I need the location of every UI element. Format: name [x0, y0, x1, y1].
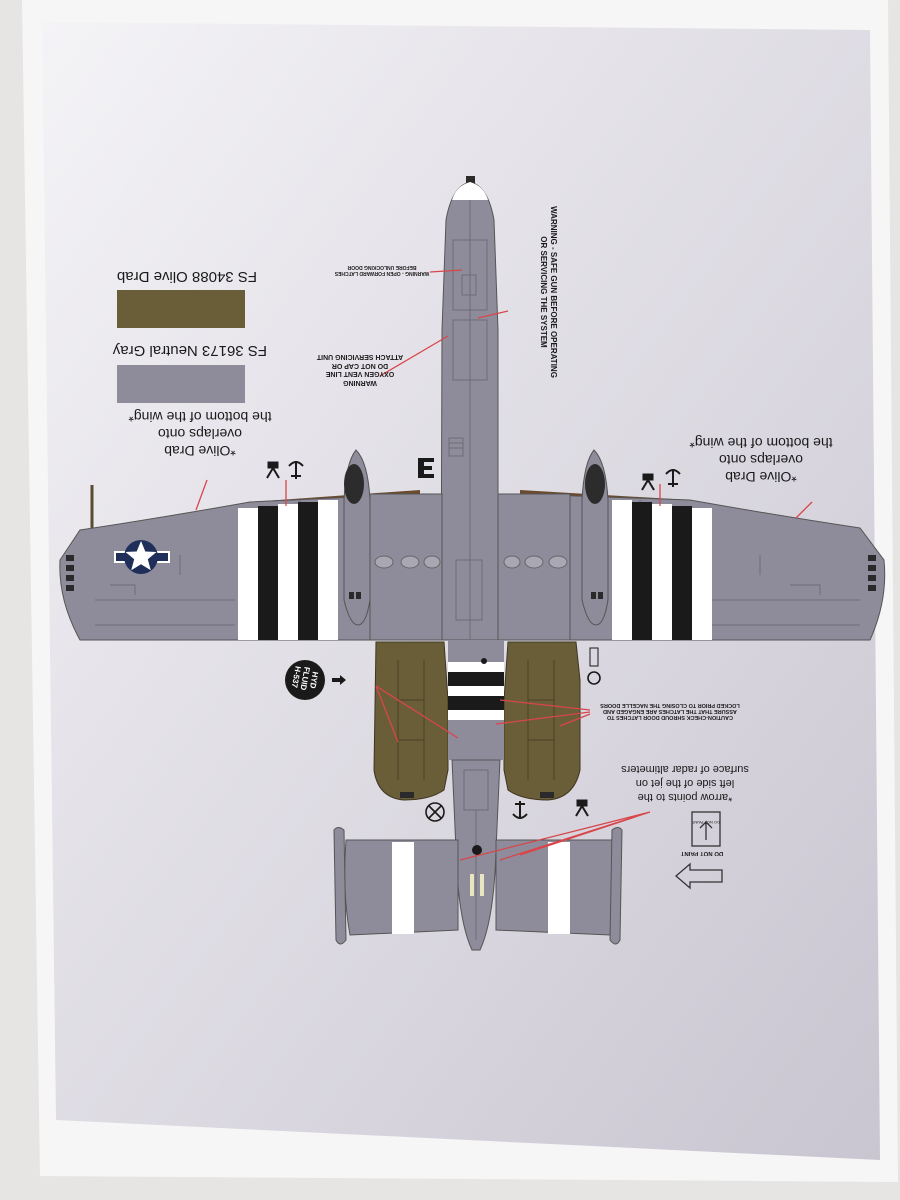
left-vertical-tail	[333, 827, 347, 945]
tail-stripes	[470, 874, 484, 896]
arrow-right-icon	[332, 675, 346, 685]
swatch-neutral-gray	[117, 365, 245, 403]
nose-radome	[452, 182, 488, 200]
left-nacelle-exhaust	[400, 792, 414, 798]
right-nacelle-exhaust	[540, 792, 554, 798]
stabilizer-stripe-right	[548, 842, 570, 934]
fluid-marker-icon	[589, 647, 599, 667]
wing-icons	[266, 461, 681, 819]
tripod-jack-icon	[266, 461, 280, 479]
anchor-icon	[512, 801, 528, 819]
tripod-jack-icon	[641, 473, 655, 491]
tripod-jack-icon	[575, 799, 589, 817]
fuselage-panel-lines	[448, 200, 488, 640]
tail-boom-panel-lines	[463, 769, 489, 940]
anchor-icon	[288, 461, 304, 479]
step-marking-icon	[418, 458, 434, 478]
pod-vents	[349, 592, 603, 599]
right-vertical-tail	[609, 827, 623, 945]
swatch-label-olive: FS 34088 Olive Drab	[116, 268, 257, 285]
no-step-arrow-icon	[675, 811, 723, 890]
swatch-olive-drab	[117, 290, 245, 328]
gun-muzzle	[466, 176, 475, 186]
do-not-paint-label: DO NOT PAINT	[680, 850, 724, 856]
national-star-insignia	[114, 540, 170, 574]
right-engine-nacelle	[503, 641, 581, 801]
grounding-ring-icon	[587, 671, 601, 685]
wing-panel-lines	[95, 500, 860, 640]
stabilizer-stripe-left	[392, 842, 414, 934]
wing-invasion-stripes	[238, 500, 712, 640]
wingtip-lights	[66, 555, 876, 591]
fire-extinguisher-icon	[425, 802, 445, 822]
hyd-fluid-badge	[285, 660, 325, 700]
inner-wing-ports	[374, 555, 568, 569]
swatch-label-gray: FS 36173 Neutral Gray	[112, 342, 267, 359]
small-box-label: DO NOT PAINT	[691, 820, 720, 825]
left-pod-intake	[344, 464, 364, 504]
callout-lines	[195, 269, 813, 861]
left-engine-nacelle	[373, 641, 449, 801]
right-pod-intake	[585, 464, 605, 504]
anchor-icon	[665, 469, 681, 487]
